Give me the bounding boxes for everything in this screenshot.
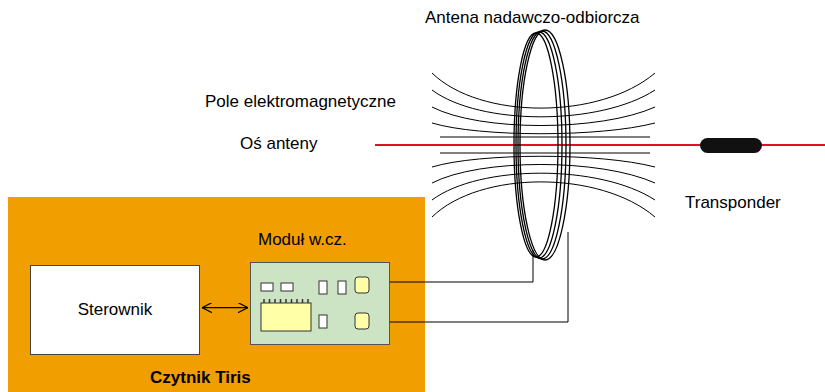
annotation-label: Antena nadawczo-odbiorcza xyxy=(425,8,640,28)
transponder-capsule xyxy=(700,138,762,153)
pcb-parts xyxy=(251,263,391,346)
annotation-label: Pole elektromagnetyczne xyxy=(205,92,396,112)
reader-panel: Czytnik Tiris Sterownik Moduł w.cz. xyxy=(8,197,425,392)
panel-heading: Czytnik Tiris xyxy=(150,368,251,388)
rf-module: Moduł w.cz. xyxy=(250,230,390,345)
module-label: Moduł w.cz. xyxy=(258,230,347,250)
antenna-wires xyxy=(390,232,568,322)
annotation-label: Oś anteny xyxy=(240,134,318,154)
pcb-board xyxy=(250,262,390,345)
antenna-coil xyxy=(514,30,570,260)
annotation-label: Transponder xyxy=(685,193,781,213)
controller-box: Sterownik xyxy=(30,265,200,355)
box-label: Sterownik xyxy=(78,300,153,320)
bidirectional-link xyxy=(202,307,248,308)
